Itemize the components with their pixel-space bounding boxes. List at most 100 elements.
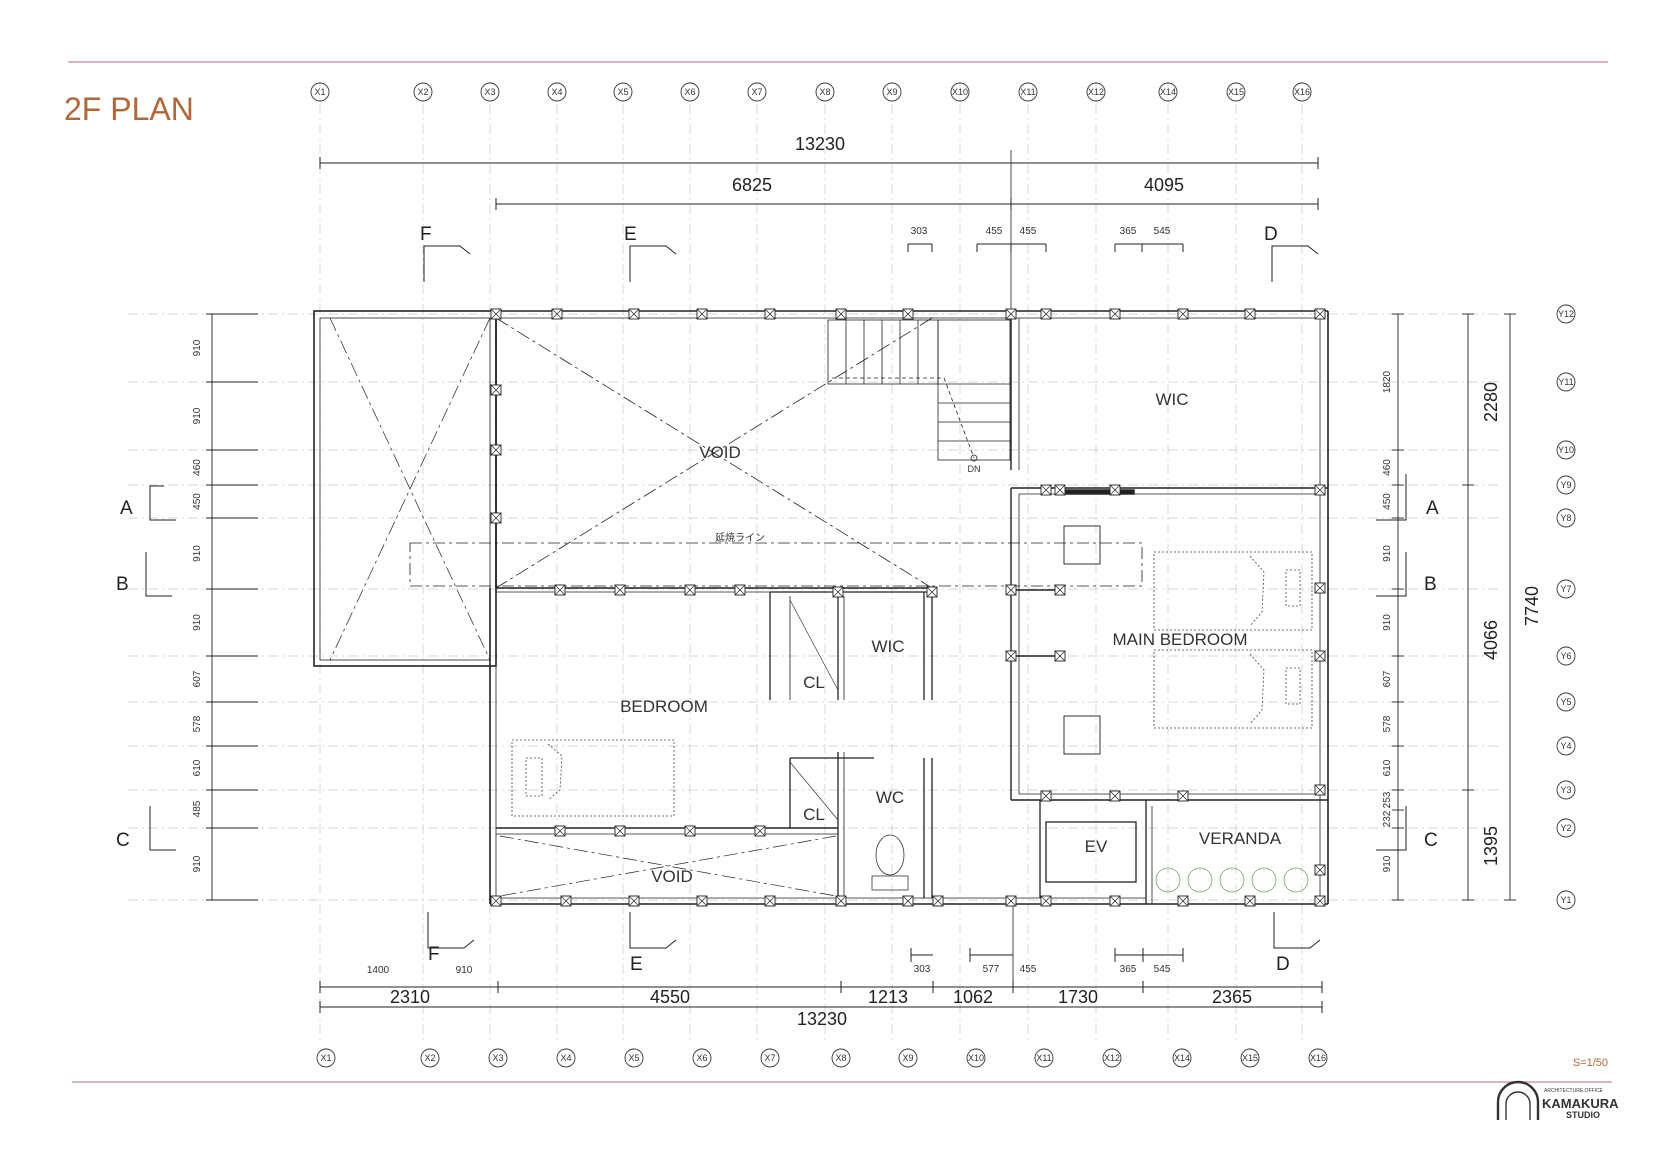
column-marker [554,584,566,596]
grid-bubble-bottom [556,1048,576,1068]
grid-bubble-right [1556,304,1576,324]
column-marker [1054,484,1066,496]
column-marker [1040,308,1052,320]
column-marker [560,895,572,907]
column-marker [1040,895,1052,907]
column-marker [1005,308,1017,320]
column-marker [1314,308,1326,320]
arch-logo-icon [1496,1080,1540,1120]
grid-bubble-top [547,82,567,102]
column-marker [554,825,566,837]
left-dim-label: 910 [192,855,203,872]
column-marker [1244,308,1256,320]
left-dim-label: 607 [192,670,203,687]
grid-bubble-right [1556,780,1576,800]
grid-bubble-right [1556,646,1576,666]
grid-label-bottom: X5 [628,1053,639,1063]
top-left-dim: 6825 [732,175,772,195]
column-marker [551,308,563,320]
grid-label-top: X7 [751,87,762,97]
grid-label-right: Y4 [1560,741,1571,751]
ev-veranda-walls [1039,800,1153,904]
room-wic-main: WIC [1155,390,1188,409]
right-mid-dim: 4066 [1481,620,1501,660]
grid-label-top: X2 [417,87,428,97]
column-marker [754,825,766,837]
lower-void [499,835,837,897]
bottom-dimensions [319,905,1323,1013]
bottom-segment-dim: 1730 [1058,987,1098,1007]
grid-label-bottom: X12 [1104,1053,1120,1063]
column-marker [734,584,746,596]
column-marker [1040,790,1052,802]
section-marker-f-bottom [427,912,475,949]
grid-label-top: X16 [1294,87,1310,97]
section-marker-a-right [1376,474,1407,521]
section-marker-b-right [1376,552,1407,597]
top-small-dim: 303 [911,226,928,237]
section-marker-d-bottom [1273,912,1321,949]
grid-label-top: X14 [1160,87,1176,97]
section-label-d-top: D [1264,224,1278,245]
room-void-top: VOID [699,443,741,462]
grid-label-right: Y1 [1560,895,1571,905]
left-dim-label: 450 [192,493,203,510]
column-marker [1005,895,1017,907]
grid-label-top: X6 [684,87,695,97]
grid-bubble-bottom [1102,1048,1122,1068]
scale-label: S=1/50 [1573,1057,1608,1069]
bottom-small-dim: 455 [1020,964,1037,975]
column-marker [490,308,502,320]
grid-bubble-bottom [831,1048,851,1068]
grid-bubble-top [1018,82,1038,102]
right-dim-label: 610 [1382,759,1393,776]
toilet-fixture [871,834,909,891]
arch-logo-inner-icon [1505,1091,1531,1120]
section-marker-c-right [1376,806,1407,851]
left-dim-label: 910 [192,545,203,562]
grid-label-top: X12 [1088,87,1104,97]
right-dim-label: 450 [1382,493,1393,510]
logo-line1: ARCHITECTURE OFFICE [1544,1088,1604,1094]
column-marker [490,444,502,456]
grid-label-right: Y12 [1558,309,1574,319]
column-marker [696,895,708,907]
grid-bubble-bottom [1034,1048,1054,1068]
top-small-dim: 365 [1120,226,1137,237]
column-marker [490,512,502,524]
column-marker [1109,308,1121,320]
room-veranda: VERANDA [1199,829,1282,848]
grid-label-bottom: X15 [1242,1053,1258,1063]
right-dim-label: 910 [1382,855,1393,872]
room-main-bedroom: MAIN BEDROOM [1112,630,1247,649]
section-marker-e-top [629,245,677,282]
room-cl-1: CL [803,673,825,692]
column-marker [490,895,502,907]
left-dim-label: 460 [192,459,203,476]
right-dim-label: 910 [1382,545,1393,562]
grid-bubble-right [1556,372,1576,392]
section-marker-b-left [145,552,172,597]
column-marker [1314,650,1326,662]
section-label-e-bottom: E [630,954,643,975]
eave-line-label: 延焼ライン [715,532,765,544]
column-marker [490,384,502,396]
top-right-dim: 4095 [1144,175,1184,195]
grid-bubble-bottom [1240,1048,1260,1068]
top-overall-dim: 13230 [795,134,845,154]
bed-bedroom [511,739,675,817]
grid-label-bottom: X6 [696,1053,707,1063]
left-dim-label: 578 [192,715,203,732]
grid-bubble-top [1226,82,1246,102]
section-label-e-top: E [624,224,637,245]
grid-label-right: Y3 [1560,785,1571,795]
grid-label-right: Y5 [1560,697,1571,707]
room-wic-small: WIC [871,637,904,656]
grid-bubble-right [1556,818,1576,838]
room-wc: WC [876,788,904,807]
grid-bubble-top [1158,82,1178,102]
chairs-main-bedroom [1063,525,1101,755]
grid-bubbles: X1X1X2X2X3X3X4X4X5X5X6X6X7X7X8X8X9X9X10X… [310,82,1576,1068]
